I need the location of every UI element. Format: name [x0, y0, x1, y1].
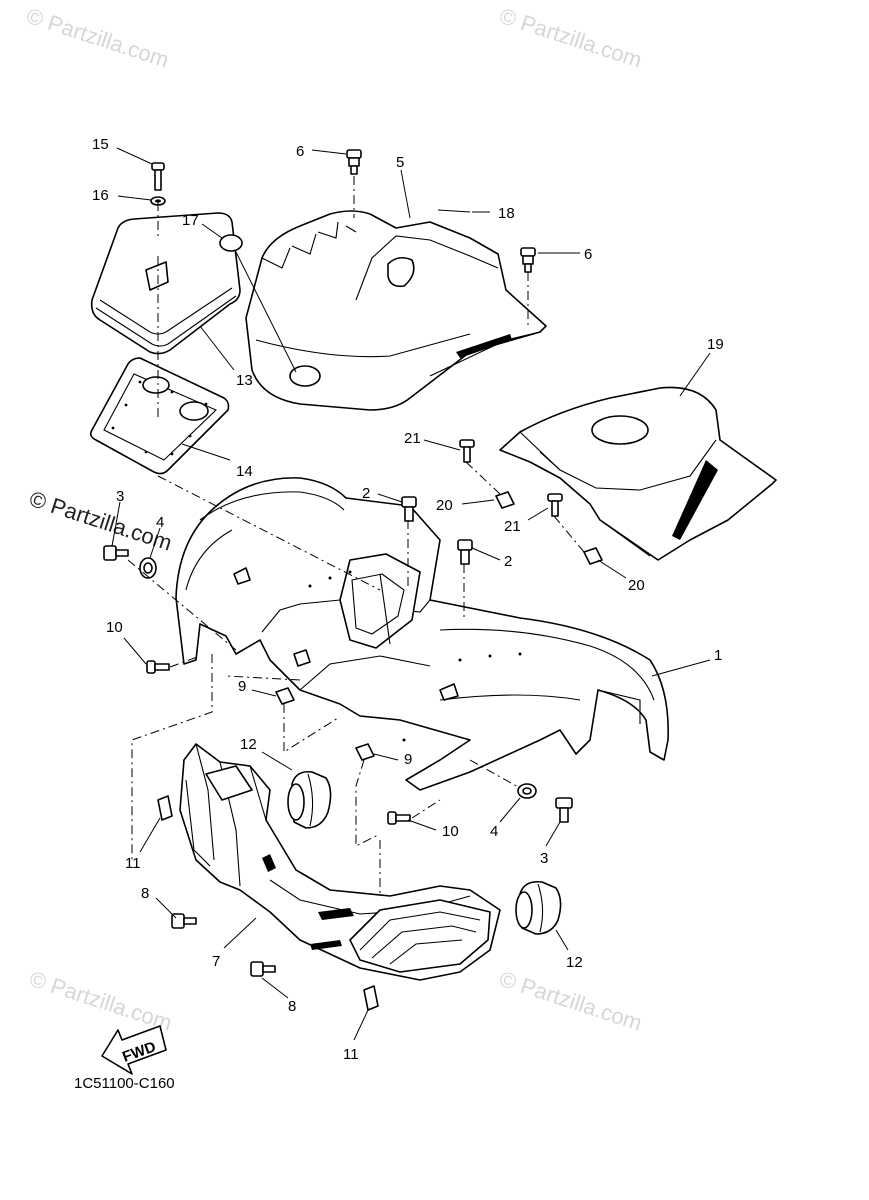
part-21-screw-a: [459, 439, 475, 463]
callout-17: 17: [182, 212, 199, 229]
callout-7: 7: [212, 953, 220, 970]
callout-14: 14: [236, 463, 253, 480]
part-10-screw-right: [387, 811, 411, 825]
callout-6-top: 6: [296, 143, 304, 160]
callout-18: 18: [498, 205, 515, 222]
callout-4-right: 4: [490, 823, 498, 840]
watermark-mid-left: © Partzilla.com: [26, 486, 175, 556]
fwd-arrow-icon: FWD: [101, 1025, 167, 1075]
callout-11-right: 11: [343, 1046, 359, 1063]
callout-12-right: 12: [566, 954, 583, 971]
part-3-bolt-left: [103, 545, 129, 561]
part-20-nut-a: [495, 491, 515, 509]
watermark-bottom-left: © Partzilla.com: [26, 966, 175, 1036]
callout-13: 13: [236, 372, 253, 389]
callout-4-left: 4: [156, 514, 164, 531]
part-6-bolt-a: [346, 149, 362, 175]
part-2-bolt-b: [457, 539, 473, 565]
callout-9-left: 9: [238, 678, 246, 695]
part-6-bolt-b: [520, 247, 536, 273]
part-10-screw-left: [146, 660, 170, 674]
part-11-clip-right: [363, 985, 379, 1011]
callout-3-right: 3: [540, 850, 548, 867]
callout-8-lower: 8: [288, 998, 296, 1015]
callout-2-lower: 2: [504, 553, 512, 570]
callout-16: 16: [92, 187, 109, 204]
part-18-strip: [437, 209, 471, 213]
callout-8-upper: 8: [141, 885, 149, 902]
part-21-screw-b: [547, 493, 563, 517]
callout-20-right: 20: [628, 577, 645, 594]
callout-12-left: 12: [240, 736, 257, 753]
part-12-boot-right: [515, 880, 562, 935]
part-1-fender: [175, 477, 669, 791]
callout-3-left: 3: [116, 488, 124, 505]
callout-9-right: 9: [404, 751, 412, 768]
watermark-top-left: © Partzilla.com: [23, 3, 172, 73]
part-13-cover: [90, 212, 241, 355]
callout-11-left: 11: [125, 855, 141, 872]
callout-6-right: 6: [584, 246, 592, 263]
callout-20-left: 20: [436, 497, 453, 514]
assembly-lines: [127, 176, 585, 896]
part-3-bolt-right: [555, 797, 573, 823]
leader-lines: [111, 147, 711, 1041]
callout-21-top: 21: [404, 430, 421, 447]
callout-labels: 15 16 17 13 14 6 5 18 6 19 21 20 21 20 2…: [92, 136, 724, 1063]
callout-1: 1: [714, 647, 722, 664]
part-14-gasket: [89, 357, 230, 475]
watermark-top-right: © Partzilla.com: [496, 3, 645, 73]
callout-21-mid: 21: [504, 518, 521, 535]
callout-15: 15: [92, 136, 109, 153]
part-9-nut-left: [275, 687, 295, 705]
part-15-screw: [151, 162, 165, 191]
callout-19: 19: [707, 336, 724, 353]
part-8-bolt-upper: [171, 913, 197, 929]
callout-10-left: 10: [106, 619, 123, 636]
part-5-front-panel: [245, 210, 547, 411]
part-17-cap: [219, 234, 243, 252]
callout-5: 5: [396, 154, 404, 171]
part-12-boot-left: [287, 770, 332, 829]
part-9-nut-right: [355, 743, 375, 761]
part-4-grommet-right: [517, 783, 537, 799]
part-20-nut-b: [583, 547, 603, 565]
callout-2-upper: 2: [362, 485, 370, 502]
part-11-clip-left: [157, 795, 173, 821]
part-7-lower-guard: [179, 743, 501, 981]
part-19-rear-panel: [499, 386, 777, 561]
part-8-bolt-lower: [250, 961, 276, 977]
watermark-bottom-right: © Partzilla.com: [496, 966, 645, 1036]
part-4-grommet-left: [139, 557, 157, 579]
diagram-code: 1C51100-C160: [74, 1075, 175, 1092]
callout-10-right: 10: [442, 823, 459, 840]
